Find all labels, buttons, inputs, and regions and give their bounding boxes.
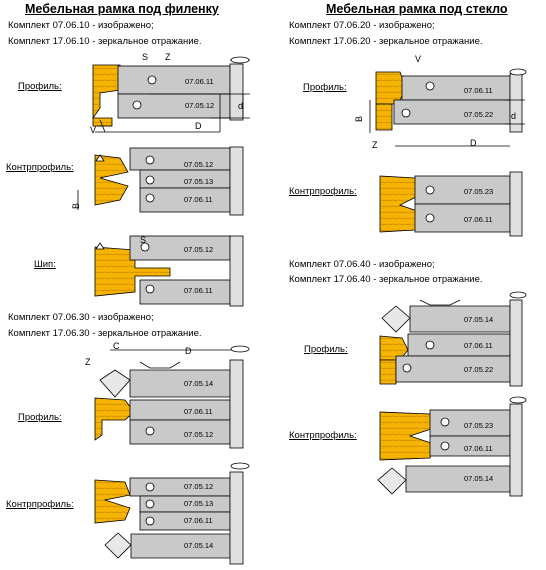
part-l4-a: 07.05.14 xyxy=(184,379,213,388)
part-r3-b: 07.06.11 xyxy=(464,341,493,350)
left-fig-profile-2 xyxy=(94,345,250,449)
part-l1-a: 07.06.11 xyxy=(185,77,214,86)
part-r2-a: 07.05.23 xyxy=(464,187,493,196)
dim-Z-1: Z xyxy=(165,52,171,62)
dim-d-1: d xyxy=(238,101,243,111)
part-l5-b: 07.05.13 xyxy=(184,499,213,508)
part-l3-a: 07.05.12 xyxy=(184,245,213,254)
left-fig-tenon xyxy=(94,235,244,307)
left-fig-profile-1 xyxy=(92,56,250,133)
right-fig-profile-2 xyxy=(379,291,527,387)
right-kit-3: Комплект 07.06.40 - изображено; xyxy=(289,259,435,270)
left-label-profile-1: Профиль: xyxy=(18,81,62,92)
dim-D-2: D xyxy=(185,346,192,356)
part-l2-a: 07.05.12 xyxy=(184,160,213,169)
part-l3-b: 07.06.11 xyxy=(184,286,213,295)
right-label-profile-1: Профиль: xyxy=(303,82,347,93)
dim-d-2: d xyxy=(511,111,516,121)
right-label-contraprofile-2: Контрпрофиль: xyxy=(289,430,357,441)
left-title: Мебельная рамка под филенку xyxy=(25,2,219,16)
right-fig-contraprofile-2 xyxy=(377,396,527,497)
part-l2-c: 07.06.11 xyxy=(184,195,213,204)
left-kit-4: Комплект 17.06.30 - зеркальное отражание… xyxy=(8,328,202,339)
right-kit-4: Комплект 17.06.40 - зеркальное отражание… xyxy=(289,274,483,285)
dim-V-2: V xyxy=(415,54,421,64)
dim-S-1: S xyxy=(142,52,148,62)
part-l4-b: 07.06.11 xyxy=(184,407,213,416)
right-fig-profile-1 xyxy=(369,68,527,147)
left-kit-1: Комплект 07.06.10 - изображено; xyxy=(8,20,154,31)
right-label-contraprofile-1: Контрпрофиль: xyxy=(289,186,357,197)
part-l2-b: 07.05.13 xyxy=(184,177,213,186)
right-fig-contraprofile-1 xyxy=(379,171,523,237)
left-label-contraprofile-2: Контрпрофиль: xyxy=(6,499,74,510)
dim-Z-3: Z xyxy=(372,140,378,150)
part-l1-b: 07.05.12 xyxy=(185,101,214,110)
left-label-contraprofile-1: Контрпрофиль: xyxy=(6,162,74,173)
left-fig-contraprofile-1 xyxy=(77,146,244,216)
part-r4-a: 07.05.23 xyxy=(464,421,493,430)
left-fig-contraprofile-2 xyxy=(94,462,250,565)
part-r4-b: 07.06.11 xyxy=(464,444,493,453)
part-r2-b: 07.06.11 xyxy=(464,215,493,224)
dim-C-1: C xyxy=(113,341,120,351)
part-r4-c: 07.05.14 xyxy=(464,474,493,483)
right-kit-1: Комплект 07.06.20 - изображено; xyxy=(289,20,435,31)
right-title: Мебельная рамка под стекло xyxy=(326,2,508,16)
part-l5-a: 07.05.12 xyxy=(184,482,213,491)
dim-B-1: B xyxy=(71,203,81,209)
part-l5-c: 07.06.11 xyxy=(184,516,213,525)
right-kit-2: Комплект 17.06.20 - зеркальное отражание… xyxy=(289,36,483,47)
dim-S-2: S xyxy=(140,235,146,245)
left-label-profile-2: Профиль: xyxy=(18,412,62,423)
left-kit-3: Комплект 07.06.30 - изображено; xyxy=(8,312,154,323)
dim-D-3: D xyxy=(470,138,477,148)
part-l4-c: 07.05.12 xyxy=(184,430,213,439)
left-label-tenon: Шип: xyxy=(34,259,56,270)
dim-D-1: D xyxy=(195,121,202,131)
part-r1-b: 07.05.22 xyxy=(464,110,493,119)
left-kit-2: Комплект 17.06.10 - зеркальное отражание… xyxy=(8,36,202,47)
dim-Z-2: Z xyxy=(85,357,91,367)
part-r3-c: 07.05.22 xyxy=(464,365,493,374)
dim-V-1: V xyxy=(90,125,96,135)
right-label-profile-2: Профиль: xyxy=(304,344,348,355)
part-r1-a: 07.06.11 xyxy=(464,86,493,95)
part-r3-a: 07.05.14 xyxy=(464,315,493,324)
dim-B-2: B xyxy=(354,116,364,122)
part-l5-d: 07.05.14 xyxy=(184,541,213,550)
